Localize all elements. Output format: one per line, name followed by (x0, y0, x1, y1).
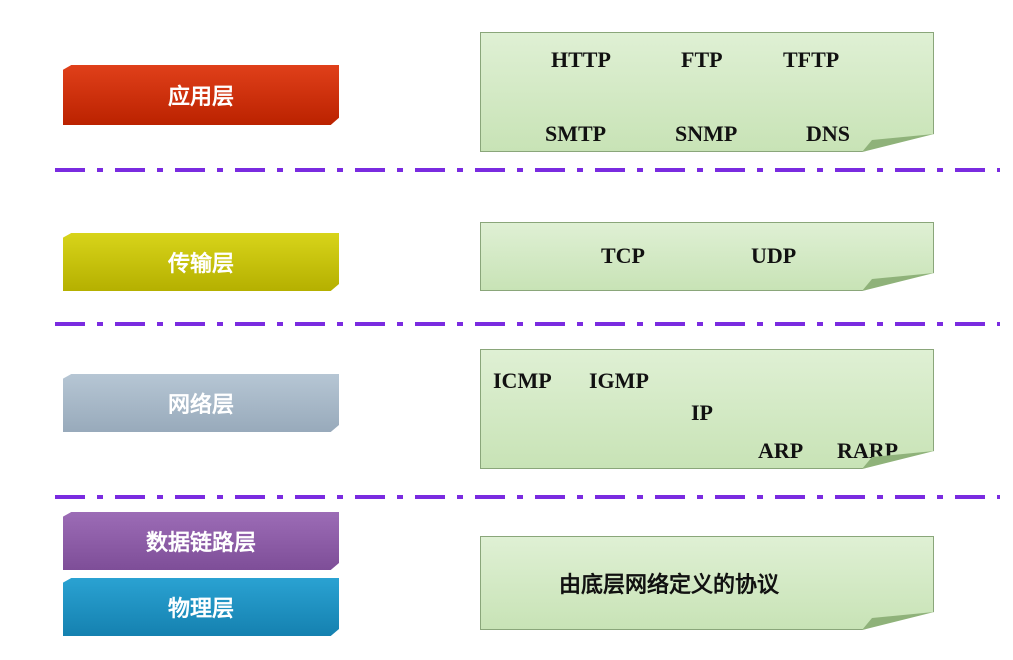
separator-line (55, 322, 1000, 326)
protocol-smtp: SMTP (545, 121, 607, 146)
layer-transport-label: 传输层 (63, 233, 339, 291)
layer-application-label: 应用层 (63, 65, 339, 125)
layer-network-label: 网络层 (63, 374, 339, 432)
protocol-snmp: SNMP (675, 121, 738, 146)
application-protocols-box: HTTP FTP TFTP SMTP SNMP DNS (480, 32, 934, 152)
protocol-arp: ARP (758, 438, 804, 463)
transport-protocols-box: TCP UDP (480, 222, 934, 291)
protocol-icmp: ICMP (493, 368, 552, 393)
protocol-igmp: IGMP (589, 368, 649, 393)
protocol-dns: DNS (806, 121, 851, 146)
layer-datalink-label: 数据链路层 (63, 512, 339, 570)
page-fold (862, 273, 934, 291)
protocol-tftp: TFTP (783, 47, 840, 72)
network-protocols-box: ICMP IGMP IP ARP RARP (480, 349, 934, 469)
lower-protocols-box: 由底层网络定义的协议 (480, 536, 934, 630)
protocol-udp: UDP (751, 243, 797, 268)
protocol-tcp: TCP (601, 243, 645, 268)
protocol-ftp: FTP (681, 47, 723, 72)
protocol-http: HTTP (551, 47, 611, 72)
lower-protocols-text: 由底层网络定义的协议 (559, 573, 780, 598)
page-fold (862, 451, 934, 469)
protocol-ip: IP (691, 400, 713, 425)
layer-physical-label: 物理层 (63, 578, 339, 636)
page-fold (862, 612, 934, 630)
separator-line (55, 495, 1000, 499)
page-fold (862, 134, 934, 152)
separator-line (55, 168, 1000, 172)
